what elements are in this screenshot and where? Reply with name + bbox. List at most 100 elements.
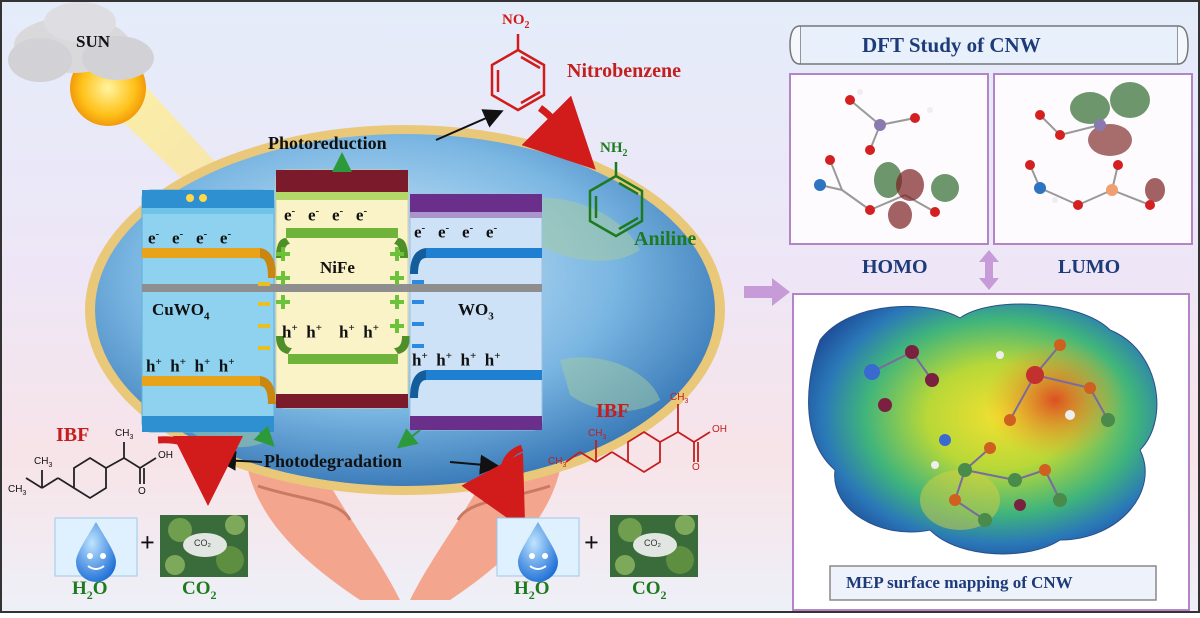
- electron-charge: -: [155, 228, 160, 240]
- hole-charge: +: [372, 322, 379, 334]
- ch3-text: CH: [8, 484, 23, 495]
- nife-holes: h+ h+ h+ h+: [282, 322, 379, 343]
- mep-caption-box: [829, 565, 1157, 601]
- hole-charge: +: [179, 356, 186, 368]
- ibf-left-ch3-side: CH3: [34, 456, 52, 469]
- water-h: H: [514, 578, 529, 599]
- ch3-sub: 3: [562, 462, 567, 469]
- ch3-text: CH: [588, 428, 603, 439]
- nife-electrons: e- e- e- e-: [284, 205, 367, 226]
- plus-sign-left: +: [140, 528, 155, 557]
- ibf-right-oh: OH: [712, 424, 727, 435]
- homo-orbital-render: [814, 89, 959, 229]
- ibf-right-arrow: [461, 444, 526, 531]
- wo3-block: [409, 193, 543, 431]
- nitrobenzene-label: Nitrobenzene: [567, 60, 682, 82]
- mep-surface-render: [808, 303, 1158, 555]
- co2-cloud-icon-left: [160, 515, 248, 577]
- nife-valence-band: [288, 354, 398, 364]
- aniline-label: Aniline: [634, 228, 697, 250]
- negative-charges-wo3: [412, 280, 424, 348]
- electron-symbol: e: [461, 222, 470, 242]
- aniline-group-sub: 2: [622, 148, 628, 159]
- electron-charge: -: [179, 228, 184, 240]
- cuwo4-sub: 4: [203, 310, 210, 323]
- hole-symbol: h: [436, 350, 446, 370]
- cuwo4-down-arrow: [253, 425, 275, 447]
- co2-sub: 2: [660, 587, 667, 602]
- electron-charge: -: [291, 205, 296, 217]
- hole-symbol: h: [339, 322, 349, 342]
- hole-symbol: h: [282, 322, 292, 342]
- ibf-left-structure: [25, 442, 157, 500]
- ch3-text: CH: [34, 456, 49, 467]
- wo3-valence-band: [426, 370, 542, 380]
- ibf-left-ch3-end: CH3: [8, 484, 26, 497]
- ch3-sub: 3: [602, 434, 607, 441]
- ch3-sub: 3: [22, 490, 27, 497]
- co2-label-left: CO2: [182, 578, 217, 603]
- ibf-left-o: O: [138, 486, 146, 497]
- hole-symbol: h: [218, 356, 229, 376]
- hole-charge: +: [445, 350, 452, 362]
- ibf-left-arrow: [157, 435, 243, 506]
- water-o: O: [534, 578, 550, 599]
- electron-symbol: e: [284, 205, 292, 225]
- wo3-conduction-band: [426, 248, 542, 258]
- ch3-sub: 3: [129, 434, 134, 441]
- hole-symbol: h: [412, 350, 422, 370]
- ibf-left-ch3-top: CH3: [115, 428, 133, 441]
- electron-charge: -: [445, 222, 450, 234]
- electron-charge: -: [227, 228, 232, 240]
- cuwo4-valence-band: [142, 376, 260, 386]
- to-dft-arrow: [744, 278, 790, 306]
- nitro-group-label: NO2: [502, 12, 530, 31]
- co2-cloud-icon-right: [610, 515, 698, 577]
- electron-charge: -: [339, 205, 344, 217]
- electron-symbol: e: [148, 228, 156, 248]
- ibf-right-ch3-top: CH3: [670, 392, 688, 405]
- cuwo4-text: CuWO: [152, 300, 204, 319]
- nitrobenzene-structure: [490, 34, 546, 112]
- electron-symbol: e: [307, 205, 316, 225]
- ch3-text: CH: [115, 428, 130, 439]
- aniline-group-label: NH2: [600, 140, 628, 159]
- homo-label: HOMO: [862, 256, 928, 278]
- sun-label: SUN: [76, 32, 111, 51]
- cuwo4-block: [141, 189, 276, 433]
- ch3-text: CH: [548, 456, 563, 467]
- ibf-right-label: IBF: [596, 400, 630, 422]
- water-o: O: [92, 578, 108, 599]
- ibf-right-ch3-side: CH3: [588, 428, 606, 441]
- wo3-sub: 3: [488, 310, 494, 323]
- hole-charge: +: [315, 322, 322, 334]
- nitro-group-sub: 2: [524, 20, 530, 31]
- negative-charges-cuwo4: [258, 282, 270, 350]
- wo3-text: WO: [458, 300, 489, 319]
- electron-symbol: e: [485, 222, 494, 242]
- hole-charge: +: [291, 322, 298, 334]
- cuwo4-conduction-band: [142, 248, 260, 258]
- photoreduction-label: Photoreduction: [268, 133, 387, 153]
- hole-symbol: h: [306, 322, 316, 342]
- aniline-group-text: NH: [600, 140, 623, 156]
- water-label-right: H2O: [514, 578, 550, 603]
- hole-charge: +: [155, 356, 162, 368]
- co2-sub: 2: [210, 587, 217, 602]
- electron-symbol: e: [437, 222, 446, 242]
- ch3-text: CH: [670, 392, 685, 403]
- electron-charge: -: [203, 228, 208, 240]
- cuwo4-label: CuWO4: [152, 300, 209, 322]
- hole-charge: +: [421, 350, 428, 362]
- hole-charge: +: [469, 350, 477, 362]
- cuwo4-holes: h+ h+ h+ h+: [146, 356, 235, 377]
- hole-symbol: h: [484, 350, 495, 370]
- water-drop-icon-left: [54, 517, 138, 582]
- cloud-icon: [8, 2, 154, 82]
- co2-c: CO: [182, 578, 211, 599]
- electron-symbol: e: [355, 205, 364, 225]
- photodegradation-label: Photodegradation: [264, 451, 403, 471]
- hole-symbol: h: [363, 322, 373, 342]
